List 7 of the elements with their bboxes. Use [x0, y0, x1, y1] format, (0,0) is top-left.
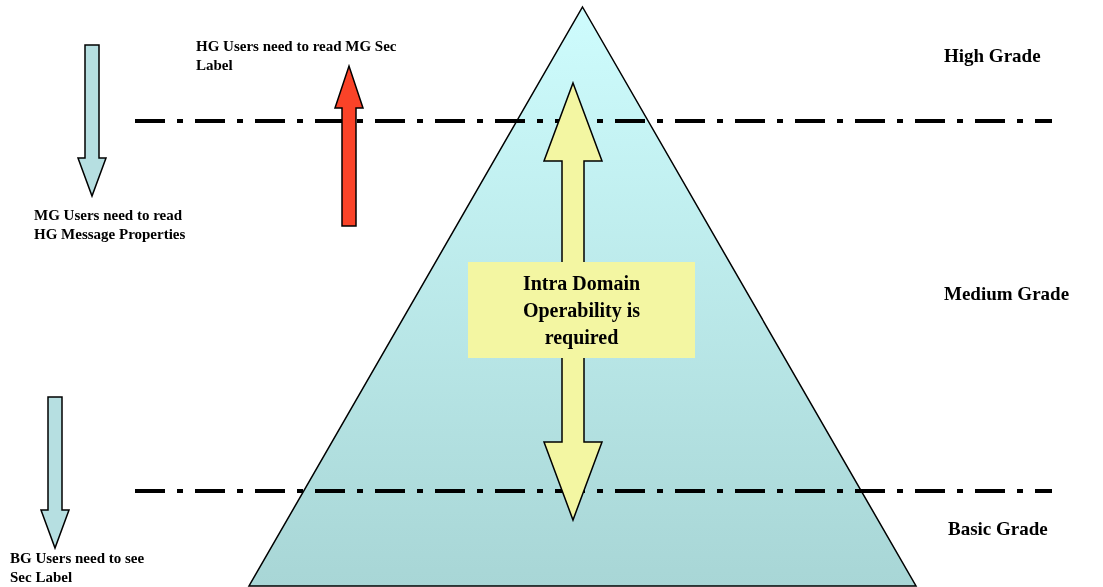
grade-label: High Grade [944, 46, 1042, 65]
grade-label: Basic Grade [948, 519, 1049, 538]
grade-label: Medium Grade [944, 284, 1071, 303]
note-text: BG Users need to see Sec Label [10, 549, 146, 587]
text-box: Intra Domain Operability is required [468, 262, 695, 358]
note-text: MG Users need to read HG Message Properties [34, 206, 187, 244]
note-text: HG Users need to read MG Sec Label [196, 37, 398, 75]
